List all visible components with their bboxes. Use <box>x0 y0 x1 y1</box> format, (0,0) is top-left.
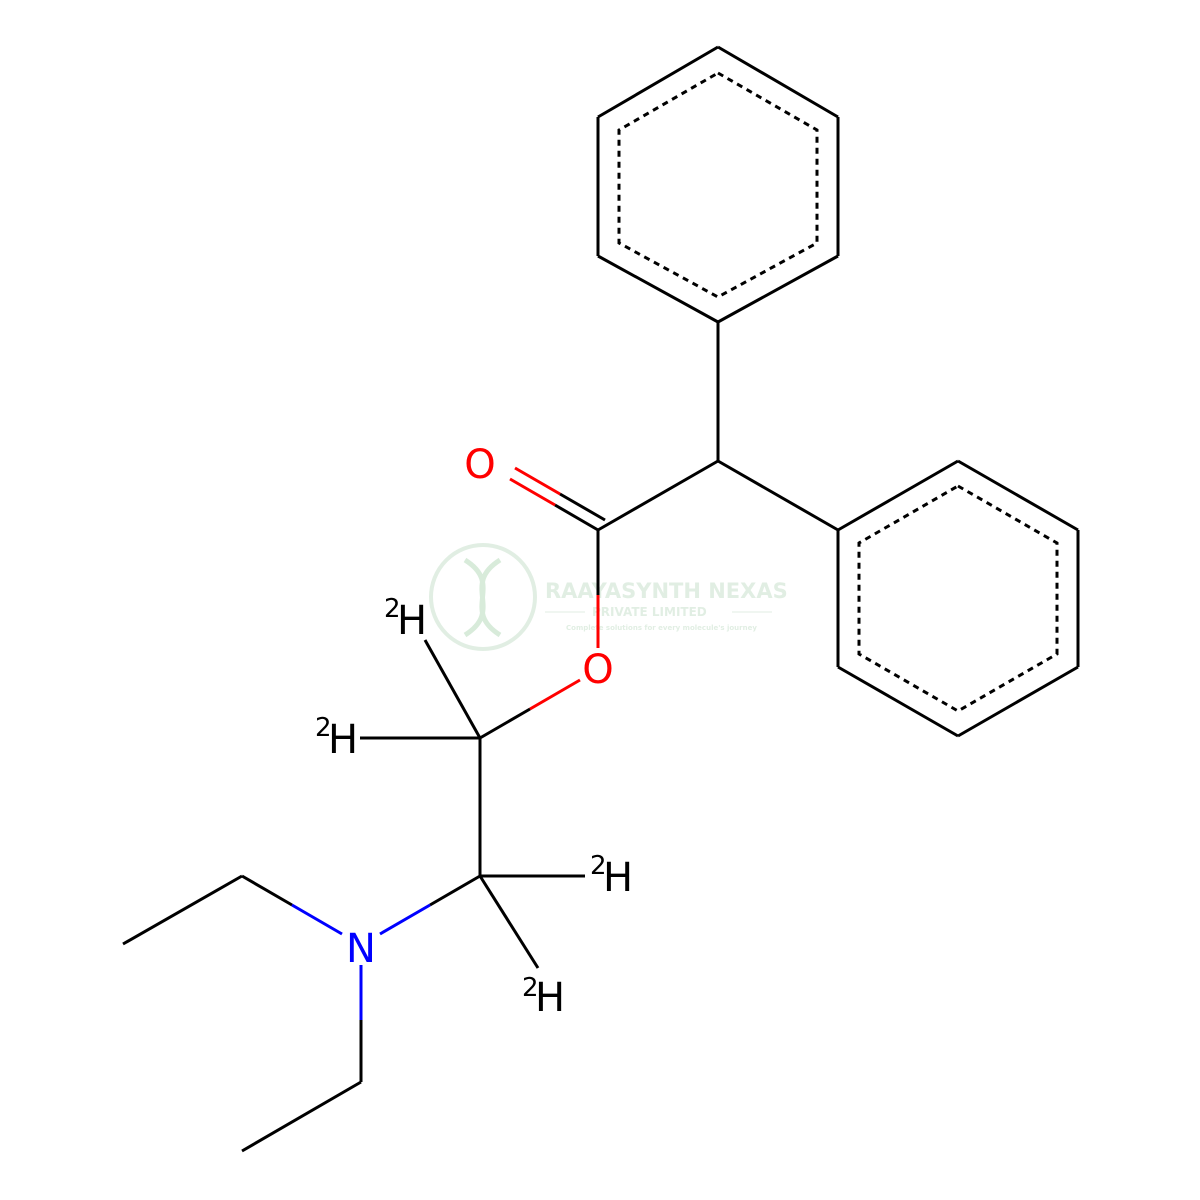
deuterium-label-2: 2 H <box>315 713 358 763</box>
bond-ch2-to-ch3-a <box>122 874 243 946</box>
bond-carbonyl-double-a1 <box>554 503 599 532</box>
backbone-bonds <box>122 322 839 1153</box>
atom-ester-oxygen: O <box>582 647 613 693</box>
deuterium-symbol-1: H <box>397 598 427 644</box>
bond <box>597 45 719 119</box>
watermark-dna-icon <box>463 557 502 638</box>
bond <box>837 665 959 738</box>
bond-ch-to-carbonyl-c <box>597 459 719 532</box>
watermark-logo-circle <box>429 543 537 651</box>
aromatic-inner-ring <box>857 484 1059 713</box>
watermark: RAAYASYNTH NEXAS PRIVATE LIMITED Complet… <box>429 543 788 651</box>
aromatic-inner-ring <box>617 71 819 299</box>
bond <box>837 459 959 532</box>
bond-cd2-to-d1 <box>423 639 482 739</box>
deuterium-label-3: 2 H <box>590 851 633 901</box>
bond-cd2-to-n-1 <box>429 874 481 907</box>
bond <box>717 254 839 324</box>
bond-cd2-to-d4 <box>478 875 540 969</box>
bond <box>957 665 1079 738</box>
bond <box>717 45 839 119</box>
bond-cd2-to-n-2 <box>379 903 431 936</box>
bond-n-to-ch2-a-2 <box>241 874 293 907</box>
watermark-tagline: Complete solutions for every molecule's … <box>566 624 757 632</box>
deuterium-label-4: 2 H <box>522 973 565 1021</box>
deuterium-isotope-2: 2 <box>315 713 332 743</box>
atom-carbonyl-oxygen: O <box>464 442 495 488</box>
bond-o-to-cd2-1 <box>529 678 581 711</box>
bond-carbonyl-double-b1 <box>559 492 606 522</box>
deuterium-label-1: 2 H <box>384 594 427 644</box>
bond-carbonyl-double-b2 <box>514 466 561 496</box>
watermark-company-name: RAAYASYNTH NEXAS <box>545 579 788 603</box>
phenyl-ring-lower <box>836 459 1080 738</box>
deuterium-symbol-4: H <box>535 975 565 1021</box>
bond-n-to-ch2-a-1 <box>291 903 343 936</box>
watermark-subtitle: PRIVATE LIMITED <box>592 605 707 619</box>
bond <box>597 254 719 324</box>
atom-nitrogen: N <box>346 926 376 972</box>
deuterium-symbol-2: H <box>328 717 358 763</box>
bond-o-to-cd2-2 <box>479 707 531 740</box>
deuterium-symbol-3: H <box>603 855 633 901</box>
bond <box>957 459 1079 532</box>
deuterium-isotope-3: 2 <box>590 851 607 881</box>
deuterium-isotope-1: 2 <box>384 594 401 624</box>
phenyl-ring-upper <box>596 45 840 324</box>
bond-carbonyl-double-a2 <box>509 477 556 507</box>
deuterium-isotope-4: 2 <box>522 973 539 1003</box>
bond-ch2-to-ch3-b <box>241 1080 362 1153</box>
bond-ch-to-ring <box>717 459 839 532</box>
